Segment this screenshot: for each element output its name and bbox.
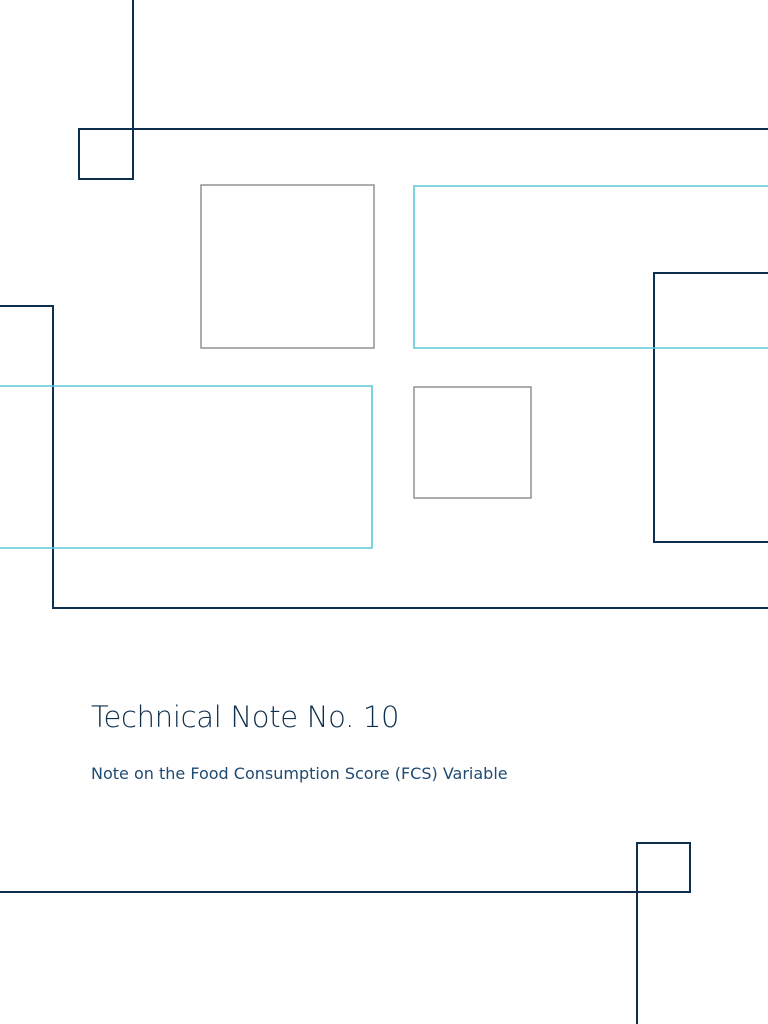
- cyan-rect-top-right: [413, 185, 768, 349]
- document-title: Technical Note No. 10: [91, 700, 400, 734]
- frame-right-box: [653, 272, 768, 543]
- gray-square-small: [413, 386, 532, 499]
- corner-square-top-left: [78, 128, 134, 180]
- frame-lower-left-bracket: [0, 305, 768, 609]
- corner-square-bottom-right: [636, 842, 691, 893]
- cyan-rect-middle-left: [0, 385, 373, 549]
- gray-square-large: [200, 184, 375, 349]
- document-subtitle: Note on the Food Consumption Score (FCS)…: [91, 764, 508, 783]
